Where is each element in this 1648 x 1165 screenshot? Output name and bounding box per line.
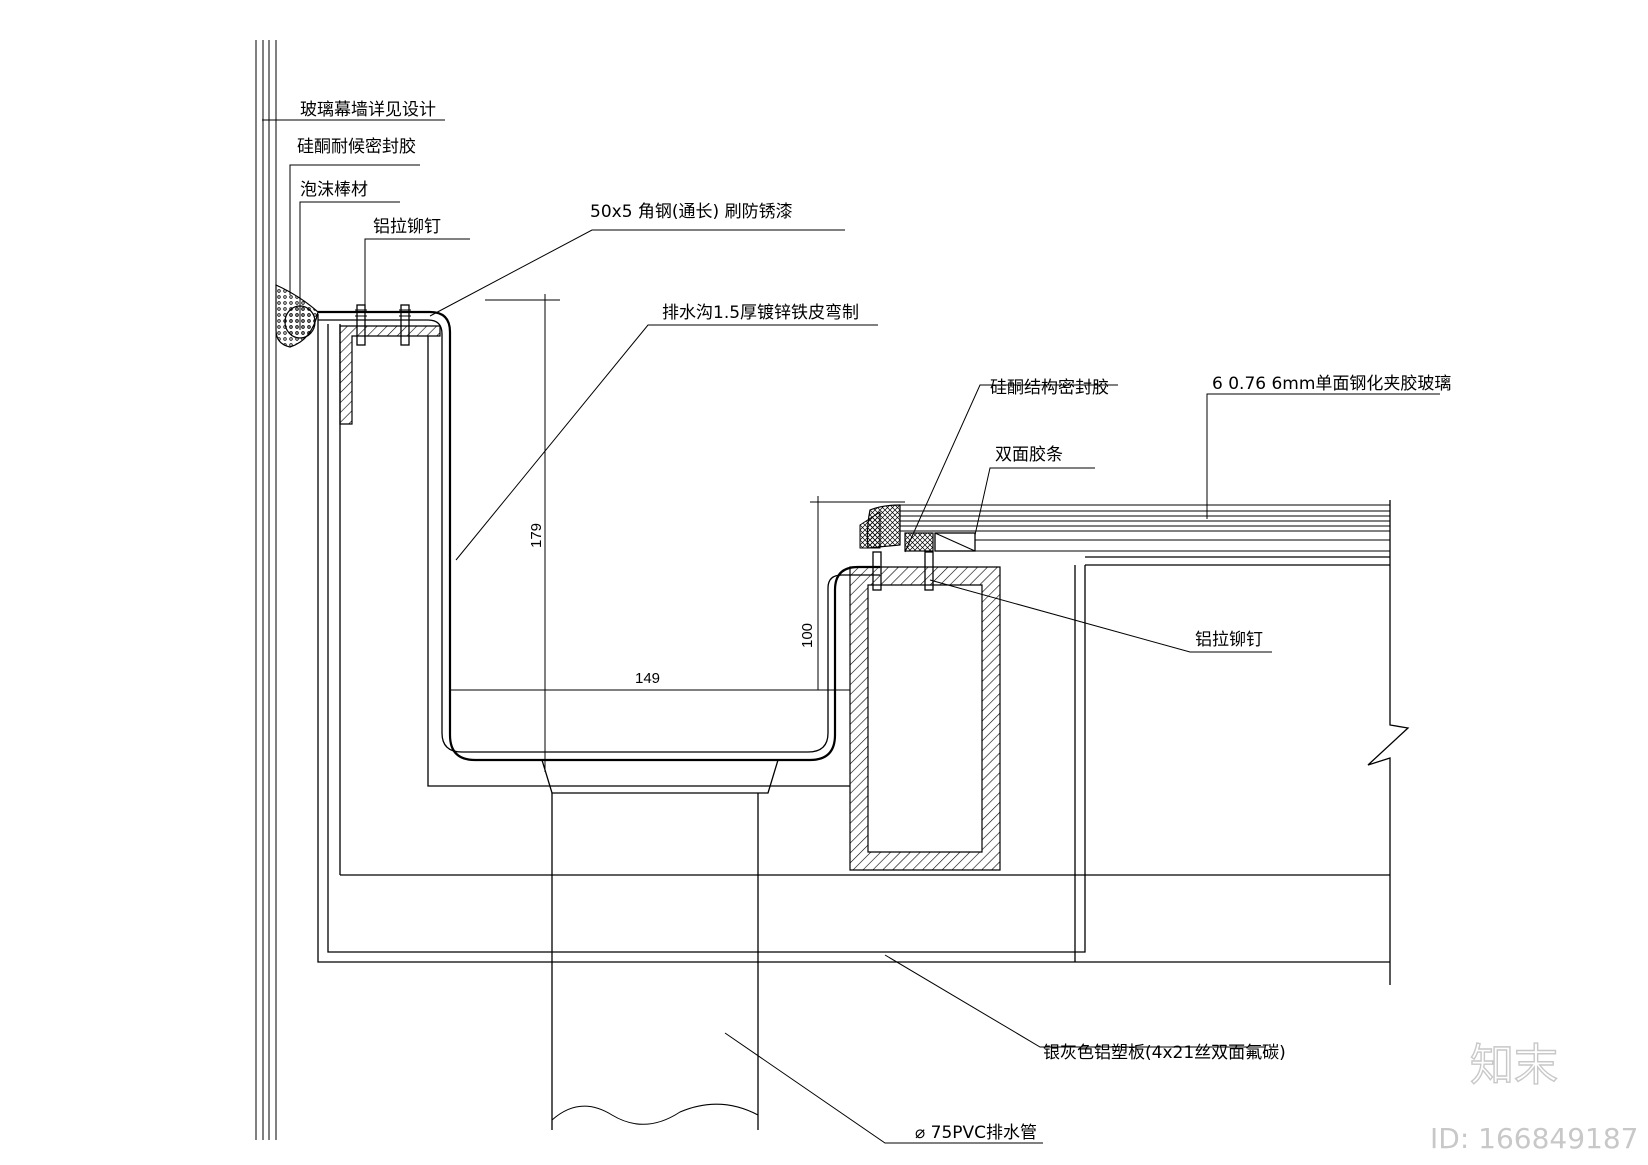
leader-lines [262,119,1440,1144]
label-aluminum-rivet-right: 铝拉铆钉 [1195,630,1263,650]
dimension-lines [450,294,905,772]
rivets-top [355,304,411,346]
glass-curtain-wall [255,40,277,1140]
label-laminated-glass: 6 0.76 6mm单面钢化夹胶玻璃 [1212,374,1451,394]
angle-steel-left [339,325,441,425]
dim-gutter-depth: 179 [528,523,545,548]
label-structural-sealant: 硅酮结构密封胶 [990,378,1109,398]
label-gutter: 排水沟1.5厚镀锌铁皮弯制 [662,303,859,323]
sealant-foam-blob [275,284,319,348]
label-foam-rod: 泡沫棒材 [300,180,368,200]
aluminum-panel-frame [317,314,1390,963]
label-angle-steel: 50x5 角钢(通长) 刷防锈漆 [590,202,793,222]
dim-step-height: 100 [799,623,816,648]
watermark-logo: 知末 [1470,1040,1558,1091]
label-pvc-pipe: ⌀ 75PVC排水管 [915,1123,1037,1143]
steel-tube [849,566,1001,871]
drainage-gutter [318,310,880,787]
laminated-glass [900,504,1390,552]
drain-pipe [541,759,779,1130]
label-aluminum-rivet-top: 铝拉铆钉 [373,217,441,237]
watermark-id: ID: 166849187 [1430,1122,1638,1155]
break-line [1367,500,1410,985]
dim-gutter-width: 149 [635,670,660,687]
label-aluminum-panel: 银灰色铝塑板(4x21丝双面氟碳) [1043,1043,1286,1063]
label-double-sided-tape: 双面胶条 [995,445,1063,465]
label-silicone-weather-sealant: 硅酮耐候密封胶 [297,137,416,157]
label-glass-curtain-wall: 玻璃幕墙详见设计 [300,100,436,120]
